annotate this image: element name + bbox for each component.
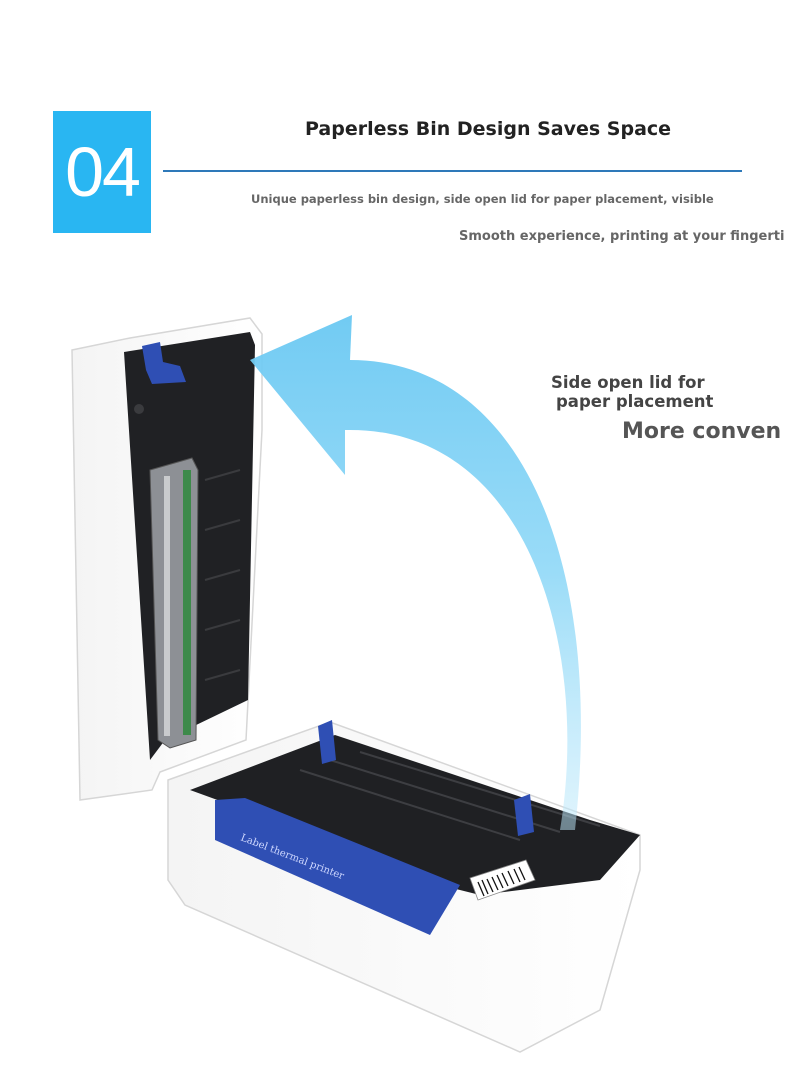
- printer-base: Label thermal printer: [167, 720, 641, 1053]
- callout-line-2: paper placement: [556, 392, 714, 411]
- callout-emphasis: More conven: [622, 419, 782, 444]
- feature-callout: Side open lid for paper placement: [551, 373, 713, 411]
- subtitle-line-1: Unique paperless bin design, side open l…: [251, 192, 714, 206]
- section-title: Paperless Bin Design Saves Space: [305, 118, 672, 140]
- barcode-sticker: [469, 859, 536, 901]
- section-number-badge: 04: [53, 111, 151, 233]
- title-divider: [163, 170, 742, 172]
- printer-lid: [71, 317, 263, 801]
- open-lid-arrow-icon: [250, 315, 581, 830]
- callout-line-1: Side open lid for: [551, 373, 705, 392]
- subtitle-line-2: Smooth experience, printing at your fing…: [459, 229, 785, 244]
